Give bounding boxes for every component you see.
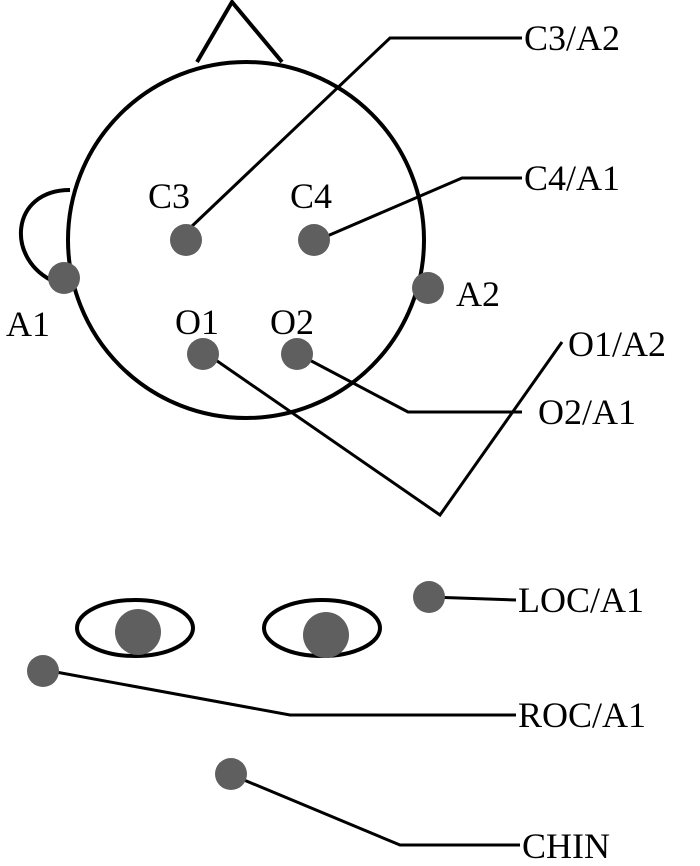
c3-a2-line <box>188 36 522 230</box>
electrode-o1 <box>187 338 219 370</box>
label-o1: O1 <box>175 302 219 342</box>
electrode-chin <box>215 758 247 790</box>
label-loc-a1: LOC/A1 <box>518 580 644 620</box>
label-roc-a1: ROC/A1 <box>518 695 646 735</box>
electrode-roc <box>27 655 59 687</box>
label-c3-a2: C3/A2 <box>524 18 620 58</box>
label-c4-a1: C4/A1 <box>524 158 620 198</box>
eyes <box>75 598 382 658</box>
label-a2: A2 <box>456 274 500 314</box>
head <box>19 0 426 420</box>
right-eye-pupil <box>115 609 161 655</box>
label-a1: A1 <box>6 304 50 344</box>
nose <box>195 0 284 64</box>
electrodes <box>27 224 445 790</box>
roc-a1-line <box>44 668 516 717</box>
derivation-labels: C3/A2 C4/A1 O1/A2 O2/A1 LOC/A1 ROC/A1 CH… <box>518 18 666 866</box>
chin-line <box>231 773 520 847</box>
label-c3: C3 <box>148 176 190 216</box>
label-c4: C4 <box>290 176 332 216</box>
left-eye-pupil <box>303 612 349 658</box>
right-eye-outline <box>75 598 195 658</box>
o2-a1-line <box>299 353 522 414</box>
label-o2: O2 <box>270 302 314 342</box>
electrode-labels: C3 C4 A1 A2 O1 O2 <box>6 176 500 344</box>
electrode-a2 <box>412 272 444 304</box>
electrode-loc <box>413 581 445 613</box>
o1-a2-line <box>206 341 564 518</box>
electrode-c3 <box>170 224 202 256</box>
connector-lines <box>44 36 564 847</box>
c4-a1-line <box>317 176 522 242</box>
electrode-c4 <box>298 224 330 256</box>
left-ear <box>19 188 71 284</box>
electrode-a1 <box>48 262 80 294</box>
label-o2-a1: O2/A1 <box>538 392 636 432</box>
head-outline <box>66 60 426 420</box>
label-chin: CHIN <box>522 826 610 866</box>
label-o1-a2: O1/A2 <box>568 324 666 364</box>
electrode-o2 <box>281 338 313 370</box>
